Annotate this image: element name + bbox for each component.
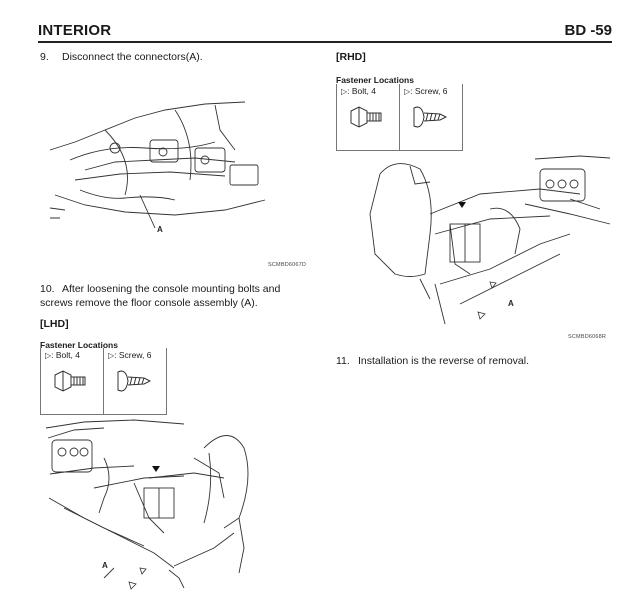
step-text: Disconnect the connectors(A). [62, 51, 203, 63]
fastener-marker-icon [139, 567, 147, 575]
fastener-label: : Bolt, 4 [347, 86, 376, 96]
connector-illustration: A [49, 101, 266, 234]
fastener-bolt: ▷: Bolt, 4 [41, 348, 103, 414]
fastener-label: : Screw, 6 [114, 350, 152, 360]
callout-a: A [508, 299, 514, 308]
fastener-locations-title: Fastener Locations [336, 75, 414, 85]
figure-code: SCMBD6067D [268, 262, 307, 268]
lhd-console-illustration: A [45, 419, 249, 590]
fastener-screw: ▷: Screw, 6 [103, 348, 166, 414]
callout-a: A [102, 561, 108, 570]
page-number: BD -59 [564, 22, 612, 39]
fastener-label: : Screw, 6 [410, 86, 448, 96]
fastener-table-lhd: ▷: Bolt, 4 ▷: Screw, 6 [40, 348, 167, 415]
step-text: Installation is the reverse of removal. [358, 355, 529, 367]
step-text: After loosening the console mounting bol… [40, 283, 281, 309]
fastener-label: : Bolt, 4 [51, 350, 80, 360]
callout-a: A [157, 225, 163, 234]
step-number: 9. [40, 51, 49, 63]
fastener-marker-icon [128, 581, 137, 590]
figure-code: SCMBD6068R [568, 334, 607, 340]
fastener-marker-icon [477, 311, 486, 320]
triangle-marker-icon: ▷ [108, 351, 115, 360]
step-9: 9. Disconnect the connectors(A). [40, 50, 310, 64]
step-number: 11. [336, 355, 350, 367]
bolt-icon [54, 370, 86, 392]
fastener-locations-title: Fastener Locations [40, 340, 118, 350]
rhd-console-illustration: A [369, 155, 611, 325]
bolt-icon [350, 106, 382, 128]
section-lhd: [LHD] [40, 318, 69, 330]
screw-icon [413, 106, 448, 128]
fastener-screw: ▷: Screw, 6 [399, 84, 462, 150]
triangle-marker-icon: ▷ [404, 87, 411, 96]
step-10: 10.After loosening the console mounting … [40, 282, 312, 310]
header-divider [38, 41, 612, 43]
step-number: 10. [40, 283, 55, 295]
step-11: 11. Installation is the reverse of remova… [336, 354, 612, 368]
fastener-marker-icon [152, 466, 160, 472]
triangle-marker-icon: ▷ [45, 351, 52, 360]
section-rhd: [RHD] [336, 51, 366, 63]
section-title: INTERIOR [38, 22, 112, 39]
screw-icon [117, 370, 152, 392]
fastener-bolt: ▷: Bolt, 4 [337, 84, 399, 150]
fastener-table-rhd: ▷: Bolt, 4 ▷: Screw, 6 [336, 84, 463, 151]
page-header: INTERIOR BD -59 [38, 22, 612, 42]
fastener-marker-icon [458, 202, 466, 208]
fastener-marker-icon [489, 281, 497, 289]
triangle-marker-icon: ▷ [341, 87, 348, 96]
